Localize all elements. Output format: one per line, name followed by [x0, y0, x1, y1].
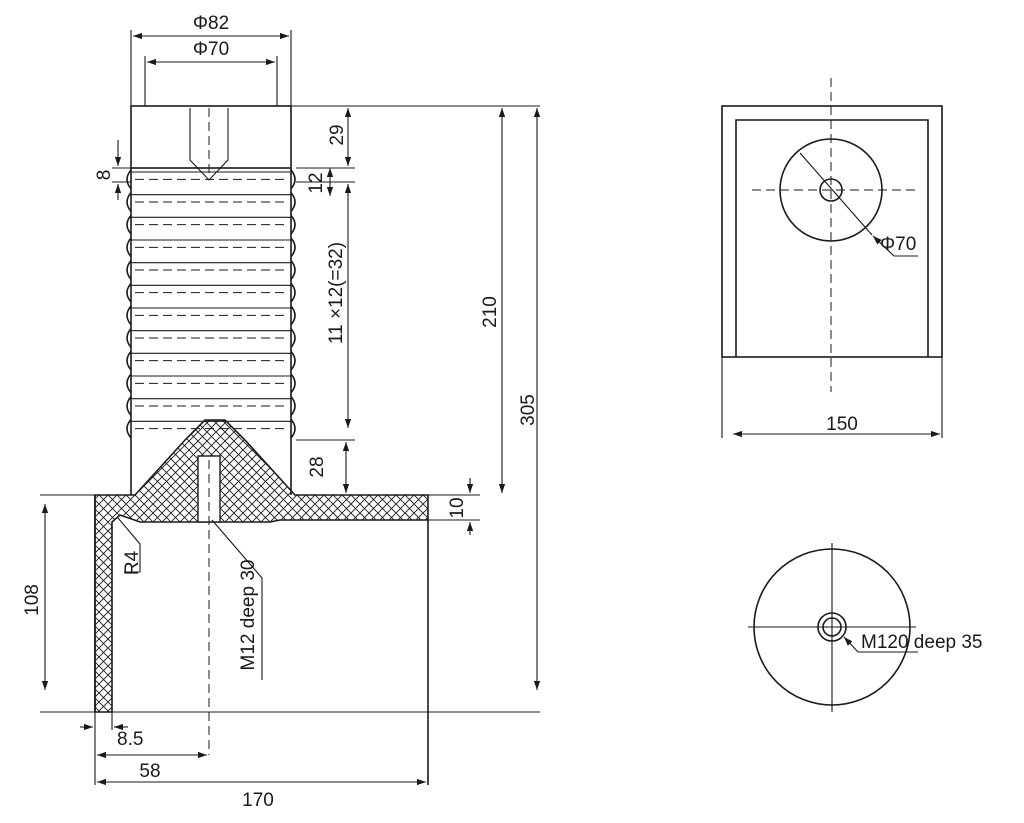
front-view: Φ82 Φ70 29 8 12 11 ×12(=32) 28 — [22, 13, 541, 811]
bellows-rib — [126, 169, 296, 190]
dim-58: 58 — [139, 761, 160, 782]
bellows-rib — [126, 192, 296, 212]
dim-10: 10 — [447, 497, 468, 518]
label-m12: M12 deep 30 — [238, 560, 259, 671]
bellows-rib — [126, 305, 296, 326]
bellows-rib — [126, 282, 296, 303]
dim-170: 170 — [242, 790, 274, 811]
dim-150: 150 — [826, 414, 858, 435]
dim-11x12: 11 ×12(=32) — [326, 242, 347, 344]
bellows-rib — [126, 260, 296, 280]
dim-108: 108 — [22, 584, 43, 616]
cap-thread-hole — [189, 108, 229, 181]
dim-28: 28 — [307, 456, 328, 477]
bellows-rib — [126, 350, 296, 371]
top-view: Φ70 150 — [721, 78, 943, 438]
top-cap — [130, 105, 292, 169]
top-view-outer — [721, 105, 943, 358]
dim-29: 29 — [327, 124, 348, 145]
dim-210: 210 — [480, 296, 501, 328]
bellows-rib — [126, 237, 296, 258]
dim-8: 8 — [94, 170, 115, 181]
dim-12: 12 — [306, 172, 327, 193]
bellows-ribs — [126, 169, 296, 439]
bellows-rib — [126, 328, 296, 348]
dim-8-5: 8.5 — [117, 729, 143, 750]
label-r4: R4 — [122, 550, 143, 575]
dim-phi70-side: Φ70 — [880, 234, 916, 255]
label-m120: M120 deep 35 — [861, 632, 983, 653]
bellows-rib — [126, 396, 296, 416]
dim-305: 305 — [518, 394, 539, 426]
bellows-rib — [126, 373, 296, 394]
bottom-view: M120 deep 35 — [748, 543, 983, 712]
dim-phi70-top: Φ70 — [193, 39, 229, 60]
dim-phi82: Φ82 — [193, 13, 229, 34]
bellows-rib — [126, 214, 296, 235]
bellows-rib — [126, 418, 296, 439]
